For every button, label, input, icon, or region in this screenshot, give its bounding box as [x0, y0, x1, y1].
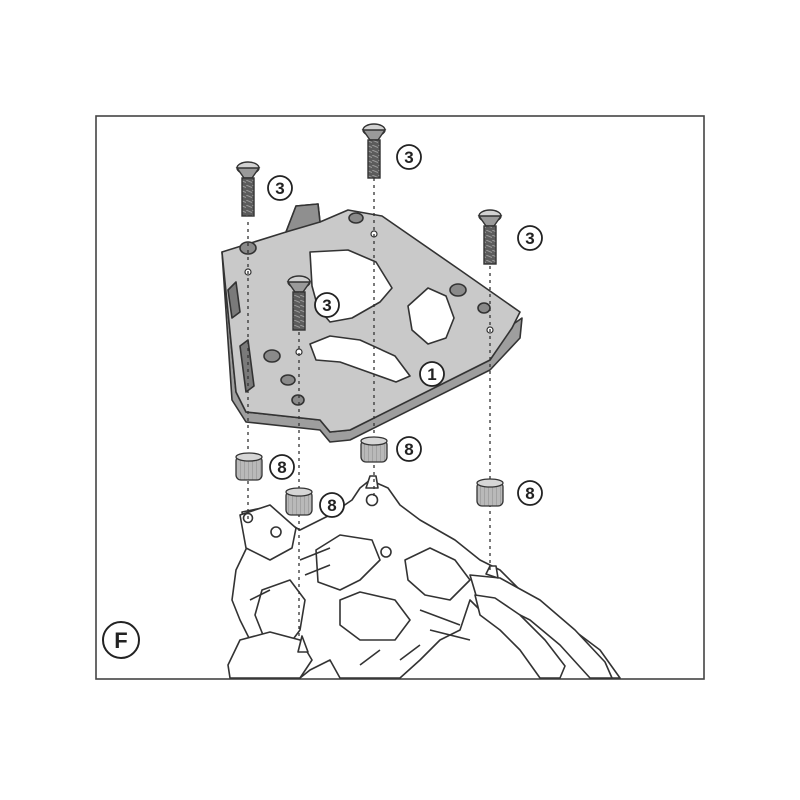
callout-screw-3: 3 [517, 225, 543, 251]
callout-number: 3 [404, 148, 413, 167]
screw-4 [286, 275, 312, 331]
callout-number: 8 [327, 496, 336, 515]
section-letter: F [114, 628, 127, 653]
spacer-4 [476, 478, 504, 507]
callout-spacer-1: 8 [269, 454, 295, 480]
callout-number: 3 [275, 179, 284, 198]
callout-screw-4: 3 [314, 292, 340, 318]
callout-spacer-2: 8 [396, 436, 422, 462]
screw-3 [477, 209, 503, 265]
screw-2 [361, 123, 387, 179]
callout-number: 8 [525, 484, 534, 503]
section-label: F [102, 621, 140, 659]
callout-number: 8 [277, 458, 286, 477]
callout-spacer-4: 8 [517, 480, 543, 506]
callout-plate: 1 [419, 361, 445, 387]
spacer-3 [285, 487, 313, 516]
luggage-rack-bracket [227, 475, 621, 679]
plate-cutout-right [407, 287, 455, 345]
rack-plate [221, 203, 523, 443]
callout-number: 8 [404, 440, 413, 459]
screw-1 [235, 161, 261, 217]
callout-spacer-3: 8 [319, 492, 345, 518]
callout-screw-2: 3 [396, 144, 422, 170]
plate-cutout-lower [309, 335, 411, 383]
callout-number: 3 [525, 229, 534, 248]
callout-screw-1: 3 [267, 175, 293, 201]
spacer-2 [360, 436, 388, 463]
callout-number: 1 [427, 365, 436, 384]
spacer-1 [235, 452, 263, 481]
callout-number: 3 [322, 296, 331, 315]
